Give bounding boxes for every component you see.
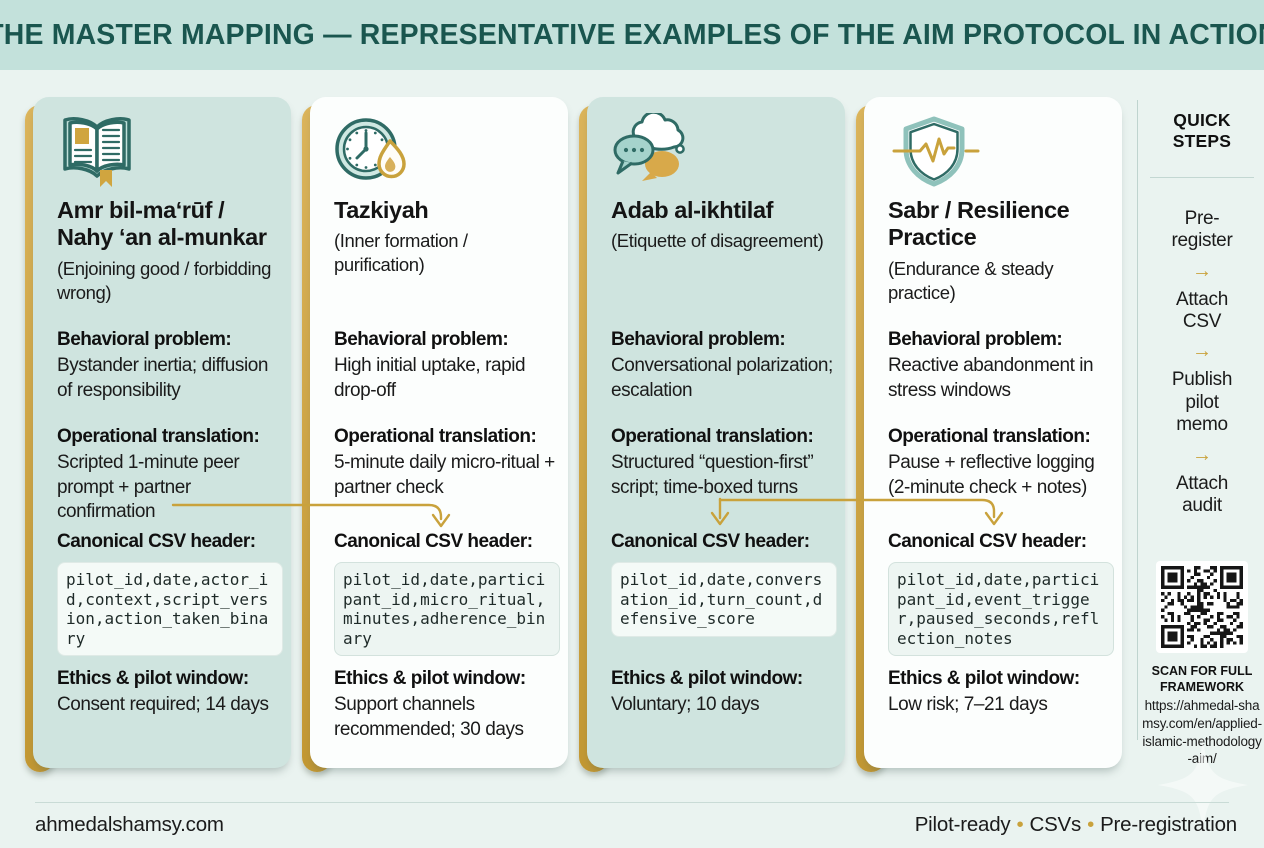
section-body: Structured “question-first” script; time…	[611, 452, 814, 498]
section-body: Low risk; 7–21 days	[888, 694, 1048, 715]
quick-steps-rule	[1150, 176, 1254, 178]
card-subtitle: (Inner formation / purification)	[334, 230, 468, 276]
footer-tag: Pre-registration	[1100, 813, 1237, 836]
section-label: Canonical CSV header:	[57, 531, 256, 552]
quick-steps-panel: QUICK STEPS Pre-register → Attach CSV → …	[1142, 110, 1262, 517]
clock-flame-icon	[332, 113, 416, 194]
section-label: Ethics & pilot window:	[888, 668, 1080, 689]
section-body: Voluntary; 10 days	[611, 694, 760, 715]
page-title: THE MASTER MAPPING — REPRESENTATIVE EXAM…	[0, 18, 1264, 51]
framework-url: https://ahmedal-shamsy.com/en/applied-is…	[1142, 698, 1262, 767]
csv-header-code: pilot_id,date,actor_id,context,script_ve…	[57, 562, 283, 657]
quick-step: Publish pilot memo	[1171, 369, 1233, 436]
bullet-separator: •	[1087, 813, 1095, 836]
section-body: High initial uptake, rapid drop-off	[334, 355, 526, 401]
footer-tags: Pilot-ready•CSVs•Pre-registration	[914, 813, 1238, 837]
section-label: Behavioral problem:	[611, 329, 786, 350]
title-banner: THE MASTER MAPPING — REPRESENTATIVE EXAM…	[0, 0, 1264, 70]
csv-header-section: Canonical CSV header: pilot_id,date,conv…	[611, 531, 837, 637]
section-label: Canonical CSV header:	[611, 531, 810, 552]
section-label: Operational translation:	[57, 426, 260, 447]
card-subtitle: (Enjoining good / forbidding wrong)	[57, 257, 272, 303]
footer-tag: Pilot-ready	[914, 813, 1011, 836]
section-label: Ethics & pilot window:	[57, 668, 249, 689]
quick-step: Pre-register	[1171, 207, 1233, 252]
arrow-down-icon: →	[1192, 443, 1212, 466]
arrow-down-icon: →	[1192, 259, 1212, 282]
card-adab-al-ikhtilaf: Adab al-ikhtilaf (Etiquette of disagreem…	[579, 97, 845, 772]
card-title: Adab al-ikhtilaf	[611, 197, 774, 223]
footer-tag: CSVs	[1029, 813, 1082, 836]
card-amr-bil-maruf: Amr bil-ma‘rūf / Nahy ‘an al-munkar (Enj…	[25, 97, 291, 772]
ethics-pilot-window-section: Ethics & pilot window: Consent required;…	[57, 668, 283, 718]
shield-pulse-icon	[886, 113, 982, 194]
section-body: 5-minute daily micro-ritual + partner ch…	[334, 452, 555, 498]
section-label: Operational translation:	[611, 426, 814, 447]
ethics-pilot-window-section: Ethics & pilot window: Low risk; 7–21 da…	[888, 668, 1114, 718]
qr-scan-label: SCAN FOR FULL FRAMEWORK	[1151, 664, 1253, 695]
card-title: Amr bil-ma‘rūf / Nahy ‘an al-munkar	[57, 197, 267, 251]
ethics-pilot-window-section: Ethics & pilot window: Voluntary; 10 day…	[611, 668, 837, 718]
csv-header-section: Canonical CSV header: pilot_id,date,acto…	[57, 531, 283, 657]
speech-bubbles-icon	[609, 110, 695, 192]
ethics-pilot-window-section: Ethics & pilot window: Support channels …	[334, 668, 560, 742]
behavioral-problem-section: Behavioral problem: High initial uptake,…	[334, 329, 560, 403]
csv-header-section: Canonical CSV header: pilot_id,date,part…	[888, 531, 1114, 657]
csv-header-code: pilot_id,date,participant_id,event_trigg…	[888, 562, 1114, 657]
card-title: Sabr / Resilience Practice	[888, 197, 1070, 251]
section-label: Operational translation:	[888, 426, 1091, 447]
card-title: Tazkiyah	[334, 197, 429, 223]
quick-step: Attach audit	[1175, 472, 1229, 516]
csv-header-code: pilot_id,date,participant_id,micro_ritua…	[334, 562, 560, 657]
operational-translation-section: Operational translation: 5-minute daily …	[334, 426, 560, 500]
sidebar-divider	[1137, 100, 1138, 740]
section-body: Consent required; 14 days	[57, 694, 269, 715]
section-body: Pause + reflective logging (2-minute che…	[888, 452, 1095, 498]
section-label: Ethics & pilot window:	[334, 668, 526, 689]
bullet-separator: •	[1016, 813, 1024, 836]
operational-translation-section: Operational translation: Pause + reflect…	[888, 426, 1114, 500]
section-label: Canonical CSV header:	[334, 531, 533, 552]
operational-translation-section: Operational translation: Scripted 1-minu…	[57, 426, 283, 525]
behavioral-problem-section: Behavioral problem: Bystander inertia; d…	[57, 329, 283, 403]
operational-translation-section: Operational translation: Structured “que…	[611, 426, 837, 500]
section-body: Conversational polarization; escalation	[611, 355, 833, 401]
section-body: Bystander inertia; diffusion of responsi…	[57, 355, 268, 401]
card-tazkiyah: Tazkiyah (Inner formation / purification…	[302, 97, 568, 772]
section-label: Behavioral problem:	[334, 329, 509, 350]
quick-step: Attach CSV	[1175, 288, 1229, 332]
quick-steps-heading: QUICK STEPS	[1172, 110, 1232, 152]
open-book-icon	[55, 113, 139, 196]
section-label: Canonical CSV header:	[888, 531, 1087, 552]
csv-header-section: Canonical CSV header: pilot_id,date,part…	[334, 531, 560, 657]
section-body: Support channels recommended; 30 days	[334, 694, 524, 740]
behavioral-problem-section: Behavioral problem: Conversational polar…	[611, 329, 837, 403]
site-name: ahmedalshamsy.com	[35, 813, 224, 836]
section-label: Ethics & pilot window:	[611, 668, 803, 689]
section-body: Reactive abandonment in stress windows	[888, 355, 1094, 401]
footer-divider	[35, 802, 1229, 803]
section-label: Behavioral problem:	[888, 329, 1063, 350]
section-label: Behavioral problem:	[57, 329, 232, 350]
csv-header-code: pilot_id,date,conversation_id,turn_count…	[611, 562, 837, 637]
behavioral-problem-section: Behavioral problem: Reactive abandonment…	[888, 329, 1114, 403]
card-subtitle: (Endurance & steady practice)	[888, 257, 1054, 303]
qr-code	[1156, 561, 1248, 653]
card-subtitle: (Etiquette of disagreement)	[611, 230, 824, 252]
section-label: Operational translation:	[334, 426, 537, 447]
card-sabr-resilience: Sabr / Resilience Practice (Endurance & …	[856, 97, 1122, 772]
arrow-down-icon: →	[1192, 340, 1212, 363]
section-body: Scripted 1-minute peer prompt + partner …	[57, 452, 240, 523]
